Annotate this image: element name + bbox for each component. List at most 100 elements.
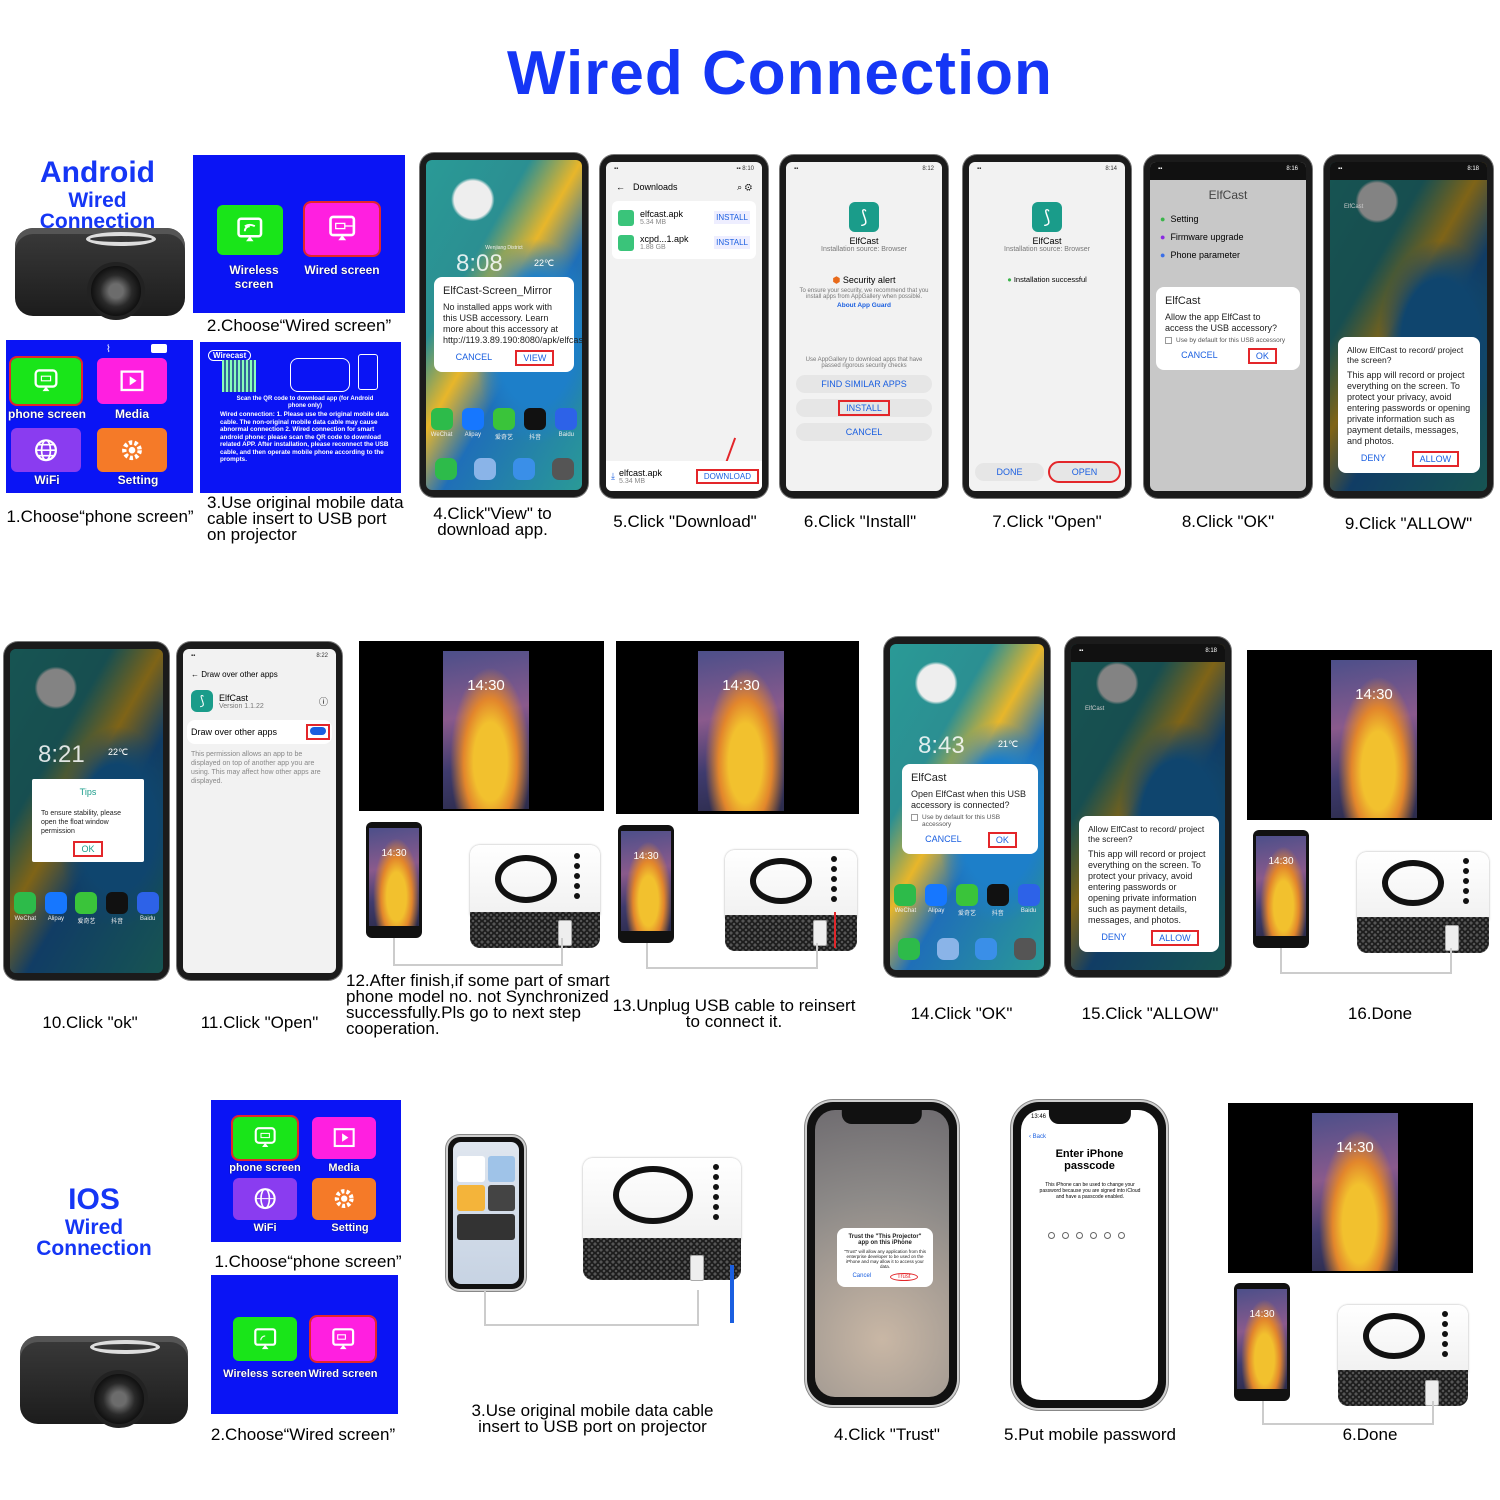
projected-phone-image: 14:30 bbox=[1312, 1113, 1398, 1271]
android-label-top: Android bbox=[40, 156, 155, 189]
default-checkbox[interactable] bbox=[911, 814, 918, 821]
app-douyin[interactable]: 抖音 bbox=[524, 408, 547, 441]
app-alipay[interactable]: Alipay bbox=[461, 408, 484, 441]
shield-icon: ⬢ bbox=[832, 275, 841, 285]
app-iqiyi[interactable]: 爱奇艺 bbox=[492, 408, 515, 441]
cancel-button[interactable]: CANCEL bbox=[796, 423, 932, 441]
ios-step-5-caption: 5.Put mobile password bbox=[1004, 1425, 1176, 1444]
phone-app-icon[interactable] bbox=[434, 458, 457, 480]
camera-icon[interactable] bbox=[551, 458, 574, 480]
back-icon[interactable]: ← bbox=[616, 182, 625, 192]
install-button[interactable]: INSTALL bbox=[838, 400, 890, 416]
menu-setting[interactable]: ●Setting bbox=[1160, 214, 1199, 224]
deny-button[interactable]: DENY bbox=[1360, 453, 1386, 463]
passcode-dots[interactable] bbox=[1048, 1232, 1125, 1239]
app-wechat[interactable]: WeChat bbox=[430, 408, 453, 441]
step-14-phone: 8:43 21℃ ElfCast Open ElfCast when this … bbox=[884, 637, 1050, 977]
back-button[interactable]: ‹ Back bbox=[1029, 1134, 1047, 1140]
checkbox-label: Use by default for this USB accessory bbox=[922, 814, 1001, 828]
draw-over-toggle[interactable] bbox=[306, 724, 330, 740]
messages-icon[interactable] bbox=[512, 458, 535, 480]
app-row: WeChat Alipay 爱奇艺 抖音 Baidu bbox=[890, 884, 1044, 917]
main-menu-screen-ios: phone screen Media WiFi Setting bbox=[211, 1100, 401, 1242]
elfcast-home-icon[interactable]: ElfCast bbox=[1344, 204, 1364, 210]
wirecast-scan-text: Scan the QR code to download app (for An… bbox=[236, 396, 374, 409]
ok-button[interactable]: OK bbox=[73, 841, 103, 857]
app-name: ElfCast bbox=[219, 692, 249, 703]
setting-label: Setting bbox=[117, 473, 159, 487]
app-douyin[interactable]: 抖音 bbox=[986, 884, 1009, 917]
android-step-12-caption: 12.After finish,if some part of smart ph… bbox=[346, 971, 610, 1038]
wifi-tile[interactable] bbox=[233, 1178, 297, 1220]
phone-screen-tile[interactable] bbox=[9, 356, 83, 406]
android-step-9-caption: 9.Click "ALLOW" bbox=[1344, 514, 1473, 533]
wired-screen-label: Wired screen bbox=[308, 1368, 378, 1380]
allow-button[interactable]: ALLOW bbox=[1411, 451, 1460, 467]
app-douyin[interactable]: 抖音 bbox=[106, 892, 129, 925]
app-wechat[interactable]: WeChat bbox=[14, 892, 37, 925]
usb-plug bbox=[813, 920, 827, 946]
app-iqiyi[interactable]: 爱奇艺 bbox=[955, 884, 978, 917]
ok-button[interactable]: OK bbox=[987, 832, 1017, 848]
android-step-16-caption: 16.Done bbox=[1347, 1004, 1413, 1023]
wired-screen-tile[interactable] bbox=[309, 1315, 377, 1363]
install-button[interactable]: INSTALL bbox=[714, 236, 750, 249]
app-baidu[interactable]: Baidu bbox=[136, 892, 159, 925]
trust-button[interactable]: Trust bbox=[890, 1273, 918, 1281]
media-tile[interactable] bbox=[312, 1117, 376, 1159]
app-alipay[interactable]: Alipay bbox=[925, 884, 948, 917]
download-button[interactable]: DOWNLOAD bbox=[695, 468, 760, 484]
cancel-button[interactable]: CANCEL bbox=[455, 352, 493, 362]
install-button[interactable]: INSTALL bbox=[714, 211, 750, 224]
app-name: ElfCast bbox=[849, 236, 879, 246]
projected-screen: 14:30 bbox=[616, 641, 859, 814]
wireless-screen-tile[interactable] bbox=[233, 1317, 297, 1361]
wifi-tile[interactable] bbox=[11, 428, 81, 472]
wired-screen-tile[interactable] bbox=[303, 201, 381, 257]
default-checkbox[interactable] bbox=[1165, 337, 1172, 344]
media-tile[interactable] bbox=[97, 358, 167, 404]
android-step-8-caption: 8.Click "OK" bbox=[1181, 512, 1275, 531]
wireless-screen-label: Wireless screen bbox=[223, 1368, 307, 1380]
browser-icon[interactable] bbox=[473, 458, 496, 480]
open-button[interactable]: OPEN bbox=[1048, 461, 1121, 483]
dialog-body: Open ElfCast when this USB accessory is … bbox=[911, 789, 1027, 810]
search-icon[interactable]: ⌕ ⚙ bbox=[737, 182, 752, 192]
android-step-13-caption: 13.Unplug USB cable to reinsert to conne… bbox=[612, 996, 856, 1031]
ok-button[interactable]: OK bbox=[1247, 348, 1277, 364]
setting-tile[interactable] bbox=[312, 1178, 376, 1220]
menu-firmware-upgrade[interactable]: ●Firmware upgrade bbox=[1160, 232, 1244, 242]
wireless-screen-tile[interactable] bbox=[217, 205, 283, 255]
app-iqiyi[interactable]: 爱奇艺 bbox=[75, 892, 98, 925]
app-baidu[interactable]: Baidu bbox=[1017, 884, 1040, 917]
info-icon[interactable]: ⓘ bbox=[318, 696, 328, 707]
back-icon[interactable]: ← bbox=[191, 670, 199, 679]
find-similar-apps-button[interactable]: FIND SIMILAR APPS bbox=[796, 375, 932, 393]
usb-cable bbox=[484, 1290, 699, 1326]
app-baidu[interactable]: Baidu bbox=[555, 408, 578, 441]
view-button[interactable]: VIEW bbox=[515, 350, 555, 366]
qr-code[interactable] bbox=[222, 360, 256, 392]
download-file-size: 5.34 MB bbox=[618, 477, 646, 485]
menu-phone-parameter[interactable]: ●Phone parameter bbox=[1160, 250, 1240, 260]
projector-grille bbox=[1357, 917, 1489, 953]
setting-tile[interactable] bbox=[97, 428, 167, 472]
cancel-button[interactable]: Cancel bbox=[852, 1273, 872, 1279]
cancel-button[interactable]: CANCEL bbox=[925, 834, 962, 844]
film-play-icon bbox=[333, 1128, 355, 1148]
phone-screen-time: 14:30 bbox=[1237, 1289, 1287, 1389]
elfcast-home-icon[interactable]: ElfCast bbox=[1085, 706, 1105, 712]
allow-button[interactable]: ALLOW bbox=[1151, 930, 1199, 946]
phone-screen-tile[interactable] bbox=[231, 1115, 299, 1161]
mode-select-screen: Wireless screen Wired screen bbox=[193, 155, 405, 313]
home-screen: 8:21 22℃ Tips To ensure stability, pleas… bbox=[10, 649, 163, 973]
about-app-guard-link[interactable]: About App Guard bbox=[837, 302, 891, 309]
appgallery-note: Use AppGallery to download apps that hav… bbox=[805, 357, 923, 369]
app-alipay[interactable]: Alipay bbox=[44, 892, 67, 925]
deny-button[interactable]: DENY bbox=[1101, 932, 1127, 942]
cancel-button[interactable]: CANCEL bbox=[1181, 350, 1218, 360]
app-wechat[interactable]: WeChat bbox=[894, 884, 917, 917]
gear-icon bbox=[122, 440, 142, 460]
done-button[interactable]: DONE bbox=[975, 463, 1044, 481]
dock bbox=[890, 938, 1044, 960]
